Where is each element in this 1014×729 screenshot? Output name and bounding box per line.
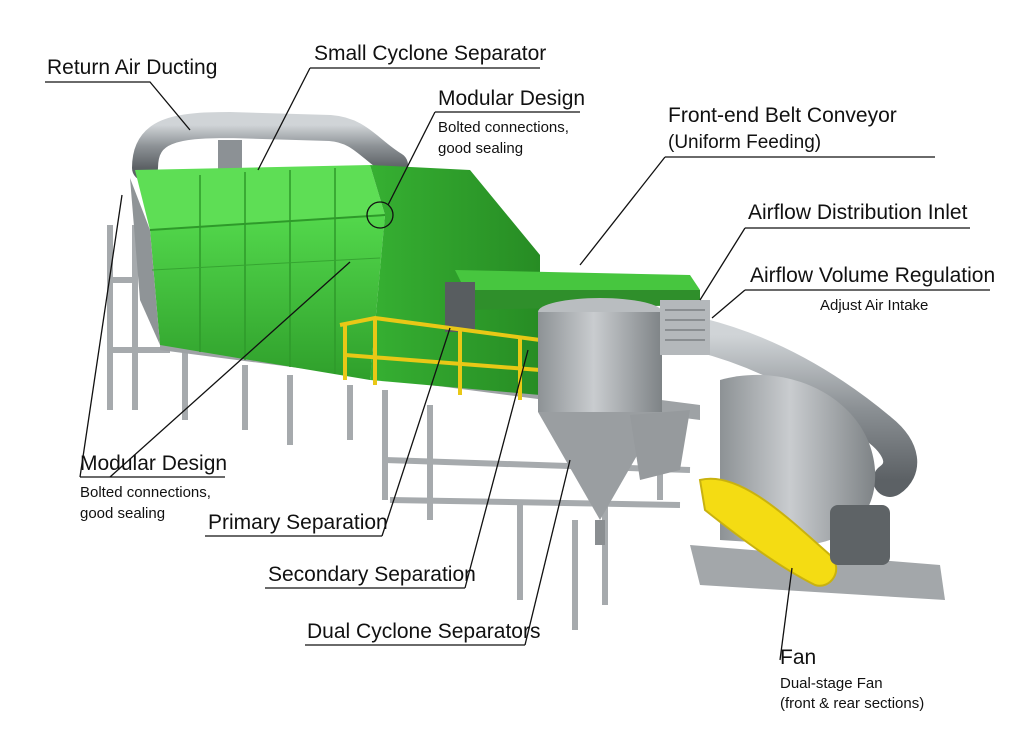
safety-railing: [339, 315, 541, 400]
leader-airflow-volume: [711, 289, 746, 319]
label-airflow-distribution-inlet: Airflow Distribution Inlet: [748, 201, 968, 224]
leader-fan: [779, 567, 793, 661]
leader-lines: [45, 67, 990, 661]
leader-conveyor: [579, 156, 666, 266]
label-fan-line1: Dual-stage Fan: [780, 675, 883, 692]
label-modular-design-top: Modular Design: [438, 87, 586, 110]
detail-circle: [366, 201, 394, 229]
leader-modular-top: [387, 111, 436, 206]
label-adjust-air-intake: Adjust Air Intake: [820, 297, 929, 314]
label-airflow-volume-regulation: Airflow Volume Regulation: [750, 264, 996, 287]
label-primary-separation: Primary Separation: [208, 511, 388, 534]
label-modular-design-left-line1: Bolted connections,: [80, 484, 211, 501]
label-modular-design-left-line2: good sealing: [80, 505, 166, 522]
label-modular-design-left: Modular Design: [80, 452, 228, 475]
leader-modular-left: [79, 194, 123, 478]
label-dual-cyclone-separators: Dual Cyclone Separators: [307, 620, 541, 643]
leader-return-air: [45, 81, 191, 131]
label-secondary-separation: Secondary Separation: [268, 563, 476, 586]
leader-primary: [381, 327, 451, 537]
cyclone-separators: [538, 298, 690, 545]
airflow-inlet-unit: [660, 300, 710, 355]
fan-assembly: [690, 374, 945, 600]
label-modular-design-top-line2: good sealing: [438, 140, 524, 157]
label-modular-design-top-line1: Bolted connections,: [438, 119, 569, 136]
label-front-end-belt-conveyor-sub: (Uniform Feeding): [668, 132, 822, 153]
label-front-end-belt-conveyor: Front-end Belt Conveyor: [668, 104, 897, 127]
leader-airflow-inlet: [699, 227, 746, 301]
label-return-air-ducting: Return Air Ducting: [47, 56, 218, 79]
leader-dual-cyclone: [524, 459, 571, 646]
leader-small-cyclone: [257, 67, 311, 171]
dryer-housing: [130, 165, 540, 395]
label-fan: Fan: [780, 646, 817, 669]
label-small-cyclone-separator: Small Cyclone Separator: [314, 42, 547, 65]
leader-secondary: [464, 349, 529, 589]
label-fan-line2: (front & rear sections): [780, 695, 925, 712]
right-duct: [683, 318, 918, 497]
